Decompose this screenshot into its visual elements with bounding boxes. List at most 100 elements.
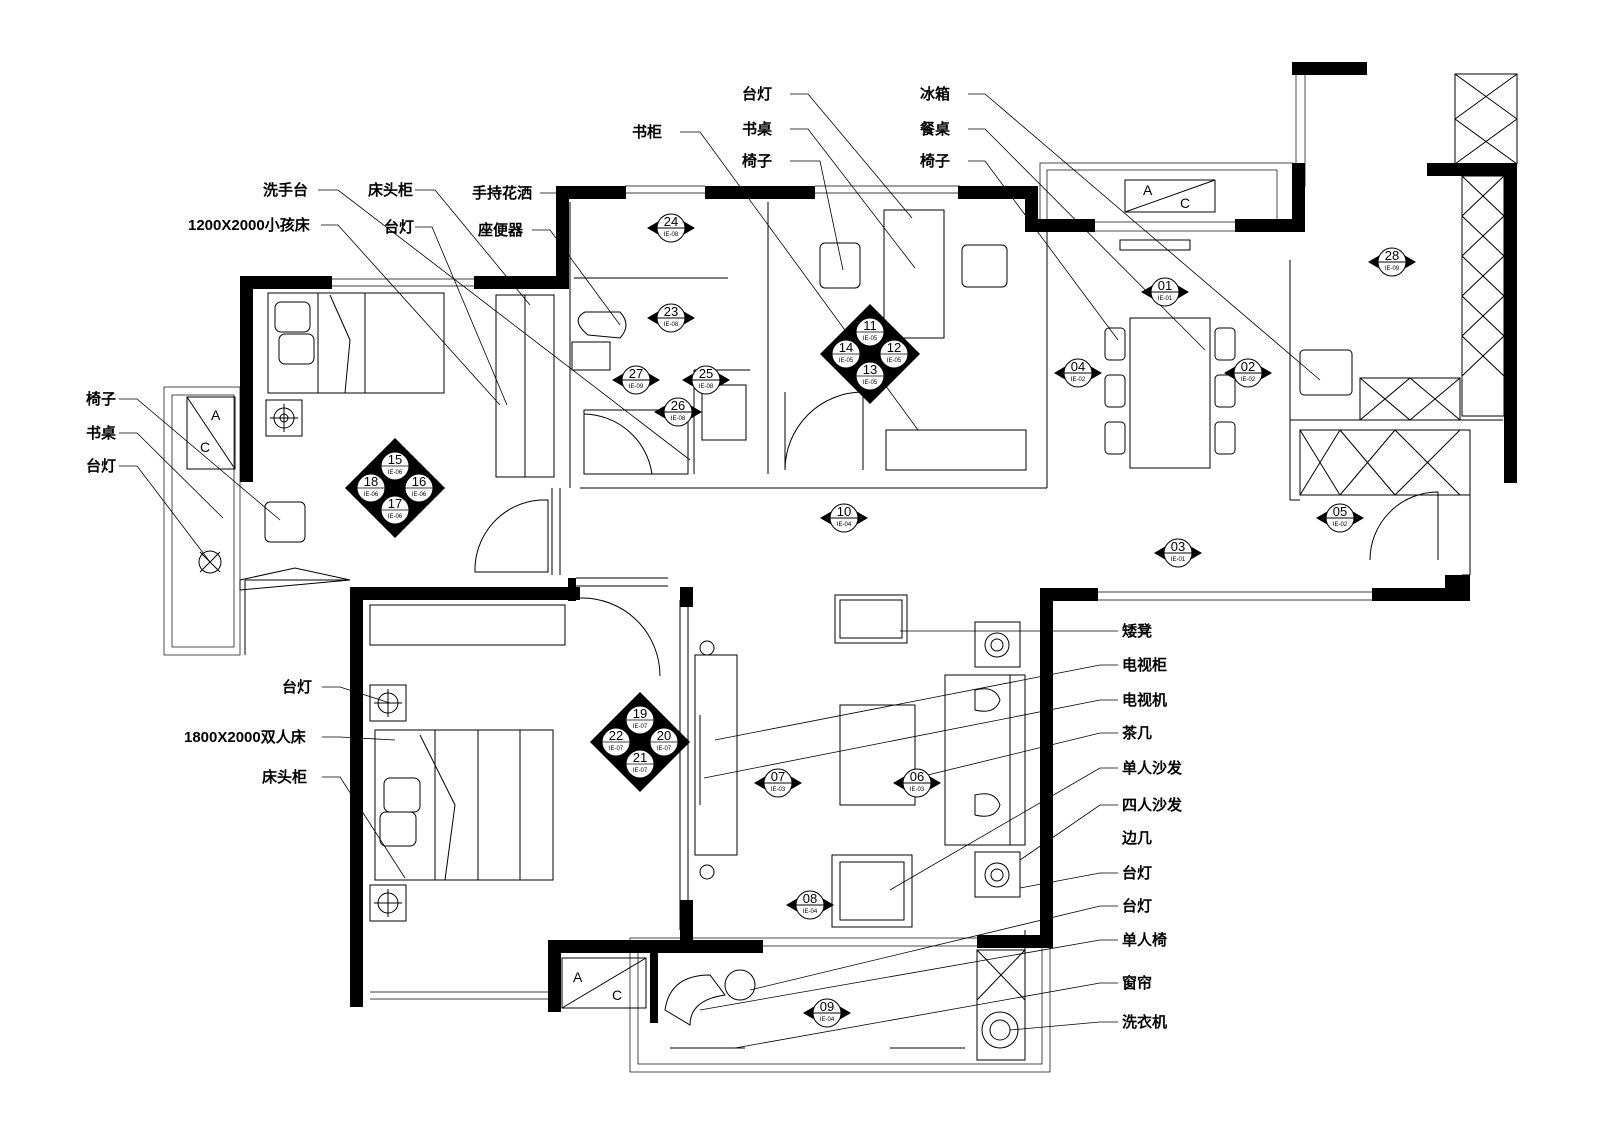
marker-ref: IE-08 <box>664 322 679 328</box>
label-washer: 洗衣机 <box>1122 1013 1167 1031</box>
cluster-ref: IE-07 <box>633 768 648 774</box>
marker-ref: IE-03 <box>771 787 786 793</box>
label-chair-dining: 椅子 <box>920 152 950 170</box>
marker-ref: IE-09 <box>1385 266 1400 272</box>
marker-ref: IE-03 <box>910 787 925 793</box>
thin-outline <box>163 74 1503 1073</box>
label-kid-bed: 1200X2000小孩床 <box>188 216 311 234</box>
label-desk-study: 书桌 <box>742 120 773 138</box>
ac-label-c3: C <box>612 987 622 1003</box>
ac-label-a: A <box>211 407 221 423</box>
labels: 台灯 冰箱 书桌 餐桌 椅子 椅子 书柜 洗手台 床头柜 手持花洒 台灯 座便器… <box>86 85 1183 1031</box>
marker-ref: IE-08 <box>671 416 686 422</box>
label-wash-basin: 洗手台 <box>263 181 308 199</box>
marker-ref: IE-04 <box>820 1017 835 1023</box>
label-stool: 矮凳 <box>1122 622 1152 640</box>
label-lamp-kid: 台灯 <box>384 218 414 236</box>
cluster-ref: IE-05 <box>863 336 878 342</box>
cluster-ref: IE-06 <box>388 514 403 520</box>
marker-ref: IE-08 <box>699 384 714 390</box>
cluster-number: 21 <box>633 750 647 765</box>
marker-number: 04 <box>1071 359 1085 374</box>
marker-ref: IE-02 <box>1071 377 1086 383</box>
cluster-number: 11 <box>863 318 877 333</box>
walls <box>240 62 1517 1023</box>
label-desk-kid: 书桌 <box>86 424 117 442</box>
marker-ref: IE-02 <box>1241 377 1256 383</box>
marker-number: 09 <box>820 999 834 1014</box>
label-tv-cabinet: 电视柜 <box>1122 656 1167 674</box>
marker-number: 07 <box>771 769 785 784</box>
marker-number: 25 <box>699 366 713 381</box>
marker-ref: IE-04 <box>837 522 852 528</box>
cluster-ref: IE-06 <box>412 492 427 498</box>
marker-number: 24 <box>664 214 678 229</box>
marker-number: 28 <box>1385 248 1399 263</box>
label-single-chair: 单人椅 <box>1122 931 1167 949</box>
furniture: A C <box>186 73 1518 1061</box>
marker-number: 08 <box>803 891 817 906</box>
label-nightstand-kid: 床头柜 <box>368 181 413 199</box>
marker-number: 03 <box>1171 539 1185 554</box>
label-lamp-side: 台灯 <box>1122 864 1152 882</box>
marker-number: 26 <box>671 398 685 413</box>
label-tea-table: 茶几 <box>1122 724 1152 742</box>
label-lamp-study: 台灯 <box>742 85 772 103</box>
cluster-ref: IE-05 <box>863 380 878 386</box>
label-chair-kid: 椅子 <box>86 390 116 408</box>
marker-number: 23 <box>664 304 678 319</box>
cluster-ref: IE-07 <box>657 746 672 752</box>
marker-number: 01 <box>1158 278 1172 293</box>
cluster-number: 22 <box>609 728 623 743</box>
cluster-number: 20 <box>657 728 671 743</box>
marker-number: 02 <box>1241 359 1255 374</box>
elevation-clusters: 11IE-0512IE-0513IE-0514IE-0515IE-0616IE-… <box>345 304 920 792</box>
cluster-number: 16 <box>412 474 426 489</box>
marker-number: 05 <box>1333 504 1347 519</box>
ac-label-c: C <box>200 439 210 455</box>
label-bookcase: 书柜 <box>632 123 662 141</box>
label-chair-study: 椅子 <box>742 152 772 170</box>
cluster-number: 13 <box>863 362 877 377</box>
cluster-number: 14 <box>839 340 853 355</box>
cluster-number: 12 <box>887 340 901 355</box>
cluster-number: 17 <box>388 496 402 511</box>
ac-label-c2: C <box>1180 195 1190 211</box>
cluster-ref: IE-06 <box>364 492 379 498</box>
cluster-ref: IE-05 <box>887 358 902 364</box>
label-four-sofa: 四人沙发 <box>1122 796 1183 814</box>
label-lamp-balcony: 台灯 <box>1122 897 1152 915</box>
ac-label-a2: A <box>1143 182 1153 198</box>
label-lamp-kid2: 台灯 <box>86 457 116 475</box>
cluster-ref: IE-07 <box>609 746 624 752</box>
label-tv: 电视机 <box>1122 691 1167 709</box>
marker-ref: IE-08 <box>664 232 679 238</box>
label-toilet: 座便器 <box>477 221 524 239</box>
cluster-ref: IE-06 <box>388 470 403 476</box>
label-lamp-master: 台灯 <box>282 678 312 696</box>
cluster-number: 19 <box>633 706 647 721</box>
cluster-ref: IE-07 <box>633 724 648 730</box>
marker-ref: IE-01 <box>1158 296 1173 302</box>
cluster-ref: IE-05 <box>839 358 854 364</box>
marker-number: 10 <box>837 504 851 519</box>
label-curtain: 窗帘 <box>1122 974 1152 992</box>
label-hand-shower: 手持花洒 <box>472 184 532 202</box>
marker-ref: IE-01 <box>1171 557 1186 563</box>
